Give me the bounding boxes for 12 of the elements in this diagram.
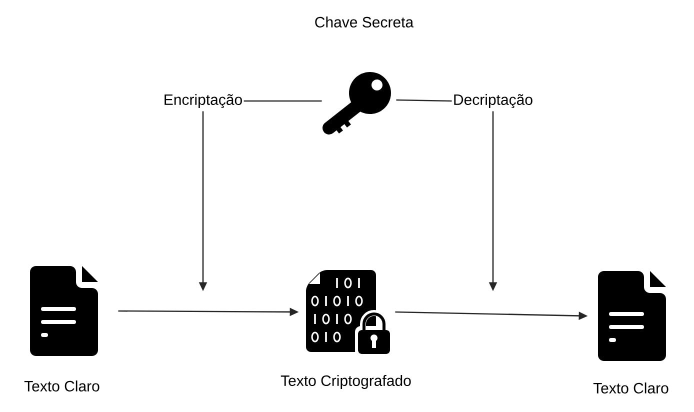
process-label: Decriptação [454,94,532,108]
encrypted-file-icon [306,270,393,357]
node-label: Texto Claro [24,380,100,392]
document-icon [598,270,666,361]
key-icon [322,72,391,134]
connector-line [396,99,452,102]
node-label: Chave Secreta [315,16,414,28]
node-label: Texto Criptografado [280,375,411,389]
process-label: Encriptação [164,94,242,108]
node-label: Texto Claro [593,382,668,394]
document-icon [30,266,98,356]
connector-line [244,100,322,102]
